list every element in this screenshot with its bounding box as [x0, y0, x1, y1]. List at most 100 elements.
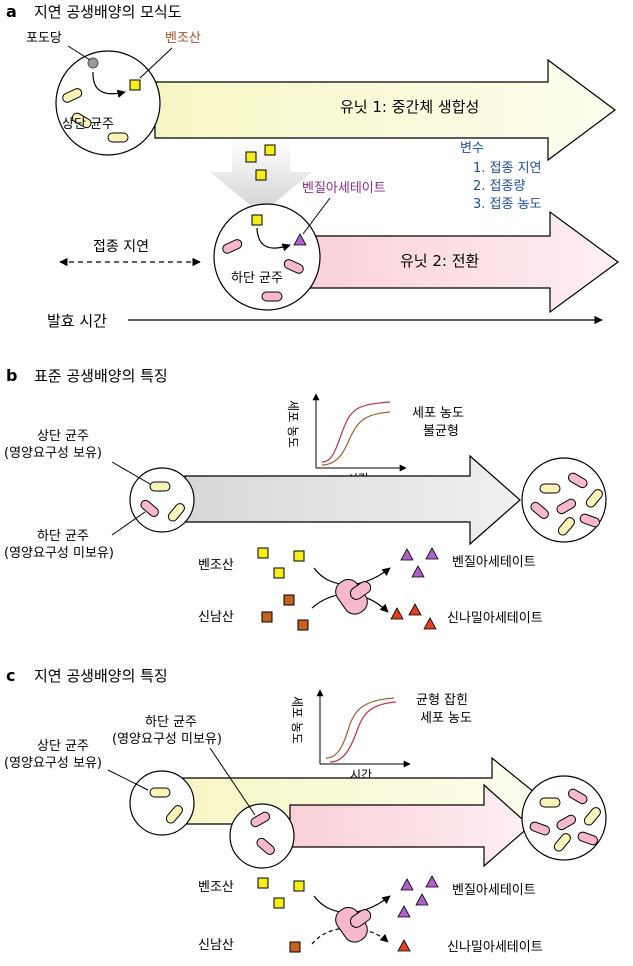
b-upstream-leader [111, 461, 151, 485]
cinnamate-square [261, 611, 273, 623]
benzoate-label: 벤조산 [165, 31, 201, 46]
upstream-cell [583, 807, 601, 826]
chart-c-ylabel: 세포 농도 [290, 696, 304, 744]
upstream-cell [149, 481, 171, 492]
cinnamyl-acetate-triangle [390, 607, 404, 620]
c-upstream-leader [107, 769, 149, 791]
cinnamate-square [297, 619, 309, 631]
benzyl-acetate-triangle [411, 565, 425, 578]
variable-item: 3. 접종 농도 [473, 197, 542, 212]
variable-item: 1. 접종 지연 [473, 161, 542, 176]
panel-c: c 지연 공생배양의 특징 세포 농도 시간 균형 잡힌 세포 농도 하단 균주… [4, 666, 607, 955]
downstream-label: 하단 균주 [231, 271, 283, 286]
glucose-dot [87, 57, 99, 69]
benzyl-acetate-triangle [425, 875, 439, 888]
c-upstream-note: (영양요구성 보유) [4, 756, 102, 771]
time-label: 발효 시간 [47, 312, 107, 330]
downstream-cell [530, 501, 549, 519]
c-enzyme [335, 906, 372, 943]
benzyl-acetate-triangle [400, 548, 414, 561]
upstream-cell [149, 787, 171, 798]
chart-b-ylabel: 세포 농도 [286, 400, 300, 448]
cinnamyl-acetate-triangle [408, 603, 422, 616]
c-cinnamate-label: 신남산 [198, 938, 234, 953]
c-upstream-circle [129, 770, 195, 836]
b-cinnamyl-acetate-label: 신나밀아세테이트 [447, 611, 543, 626]
panel-c-letter: c [6, 666, 15, 685]
upstream-cell [167, 503, 185, 522]
upstream-cell [107, 132, 129, 143]
upstream-cell [165, 805, 183, 824]
downstream-cell [577, 831, 598, 846]
benzoate-square [293, 880, 305, 892]
benzoate-square [264, 144, 276, 156]
benzoate-square [273, 897, 285, 909]
glucose-label: 포도당 [26, 31, 62, 46]
unit1-arrow [154, 58, 617, 162]
unit2-label: 유닛 2: 전환 [400, 252, 480, 270]
panel-b-letter: b [6, 366, 17, 385]
chart-b-upstream-curve [321, 401, 391, 463]
c-downstream-leader [209, 747, 256, 816]
upstream-cell [539, 797, 561, 808]
variables-title: 변수 [460, 141, 484, 156]
upstream-cell-circle [55, 50, 161, 156]
b-downstream-label: 하단 균주 [37, 529, 89, 544]
benzyl-acetate-triangle [415, 893, 429, 906]
upstream-cell [539, 483, 561, 494]
b-upstream-note: (영양요구성 보유) [4, 446, 102, 461]
downstream-cell [567, 788, 588, 805]
c-upstream-label: 상단 균주 [37, 739, 89, 754]
benzyl-acetate-triangle [400, 878, 414, 891]
upstream-cell [557, 517, 575, 536]
downstream-cell [556, 498, 577, 515]
c-downstream-label: 하단 균주 [145, 715, 197, 730]
benzyl-acetate-leader [302, 197, 331, 235]
cinnamate-square [289, 941, 301, 953]
variable-item: 2. 접종량 [473, 179, 525, 194]
benzoate-square [129, 79, 141, 91]
downstream-cell [261, 291, 283, 302]
panel-a: a 지연 공생배양의 모식도 유닛 1: 중간체 생합성 상단 균주 포도당 벤… [6, 2, 620, 330]
c-benzyl-acetate-label: 벤질아세테이트 [452, 883, 536, 898]
panel-a-title: 지연 공생배양의 모식도 [34, 3, 182, 21]
b-benzoate-label: 벤조산 [198, 558, 234, 573]
downstream-cell [567, 472, 588, 489]
benzoate-square [257, 877, 269, 889]
benzyl-acetate-triangle [425, 547, 439, 560]
c-downstream-circle [229, 803, 295, 869]
chart-c-downstream-curve [329, 701, 397, 763]
benzyl-acetate-label: 벤질아세테이트 [302, 181, 386, 196]
chart-b-note: 불균형 [423, 424, 459, 439]
downstream-cell [222, 239, 243, 254]
downstream-cell [140, 499, 159, 517]
chart-b-downstream-curve [321, 411, 391, 466]
delay-label: 접종 지연 [93, 239, 149, 255]
b-cinnamate-label: 신남산 [198, 610, 234, 625]
panel-c-title: 지연 공생배양의 특징 [34, 667, 168, 685]
downstream-cell [579, 513, 600, 528]
chart-b-note: 세포 농도 [412, 406, 464, 421]
panel-b: b 표준 공생배양의 특징 세포 농도 시간 세포 농도 불균형 상단 균주 (… [4, 366, 607, 631]
downstream-cell-circle [213, 203, 321, 311]
b-downstream-leader [111, 511, 146, 536]
upstream-cell [62, 88, 83, 103]
downstream-cell [256, 837, 275, 855]
b-enzyme [335, 578, 372, 615]
downstream-cell [250, 811, 271, 828]
glucose-leader [67, 45, 91, 61]
c-cinnamyl-reaction-arrow [311, 927, 389, 945]
benzyl-acetate-triangle [293, 233, 307, 246]
downstream-cell [529, 821, 550, 836]
b-downstream-note: (영양요구성 미보유) [4, 546, 114, 561]
benzoate-square [251, 214, 263, 226]
benzoate-square [257, 547, 269, 559]
benzoate-square [255, 169, 267, 181]
c-downstream-note: (영양요구성 미보유) [112, 732, 222, 747]
coculture-arrow [184, 454, 521, 546]
conversion-arrow [256, 227, 291, 252]
benzoate-square [245, 151, 257, 163]
b-benzyl-acetate-label: 벤질아세테이트 [452, 555, 536, 570]
c-cinnamyl-acetate-label: 신나밀아세테이트 [447, 940, 543, 955]
benzoate-leader [139, 47, 173, 79]
